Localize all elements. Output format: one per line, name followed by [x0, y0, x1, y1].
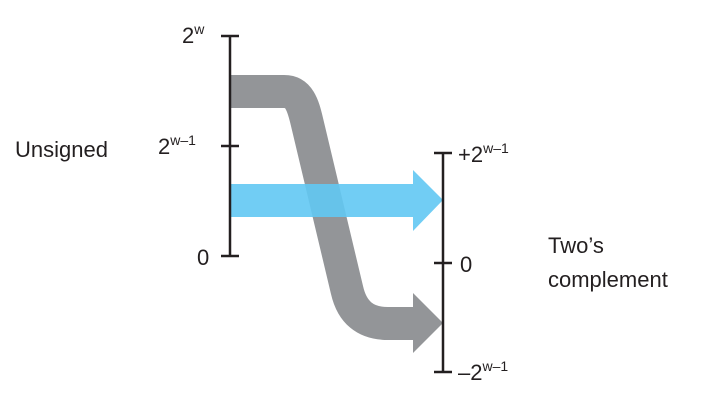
tick-label-2w-1: 2w–1	[158, 132, 196, 159]
unsigned-label: Unsigned	[15, 137, 108, 162]
tick-exponent: w	[194, 21, 205, 37]
gray-mapping-arrow	[230, 75, 443, 353]
tick-base: +2	[458, 142, 484, 167]
right-axis	[434, 151, 452, 374]
tick-label-plus-2w-1: +2w–1	[458, 140, 509, 167]
tick-label-2w: 2w	[182, 21, 205, 48]
tick-base: 2	[158, 134, 171, 159]
tick-base: 2	[182, 23, 195, 48]
tick-exponent: w–1	[170, 132, 196, 148]
left-axis	[221, 34, 239, 258]
tick-exponent: w–1	[482, 358, 509, 374]
tick-label-minus-2w-1: –2w–1	[458, 358, 509, 385]
tick-label-zero-right: 0	[460, 252, 473, 277]
tick-base: –2	[458, 360, 483, 385]
blue-mapping-arrow	[230, 170, 443, 231]
twos-label-line1: Two’s	[548, 233, 604, 258]
twos-label-line2: complement	[548, 267, 668, 292]
tick-exponent: w–1	[483, 140, 509, 156]
tick-label-zero-left: 0	[197, 245, 210, 270]
